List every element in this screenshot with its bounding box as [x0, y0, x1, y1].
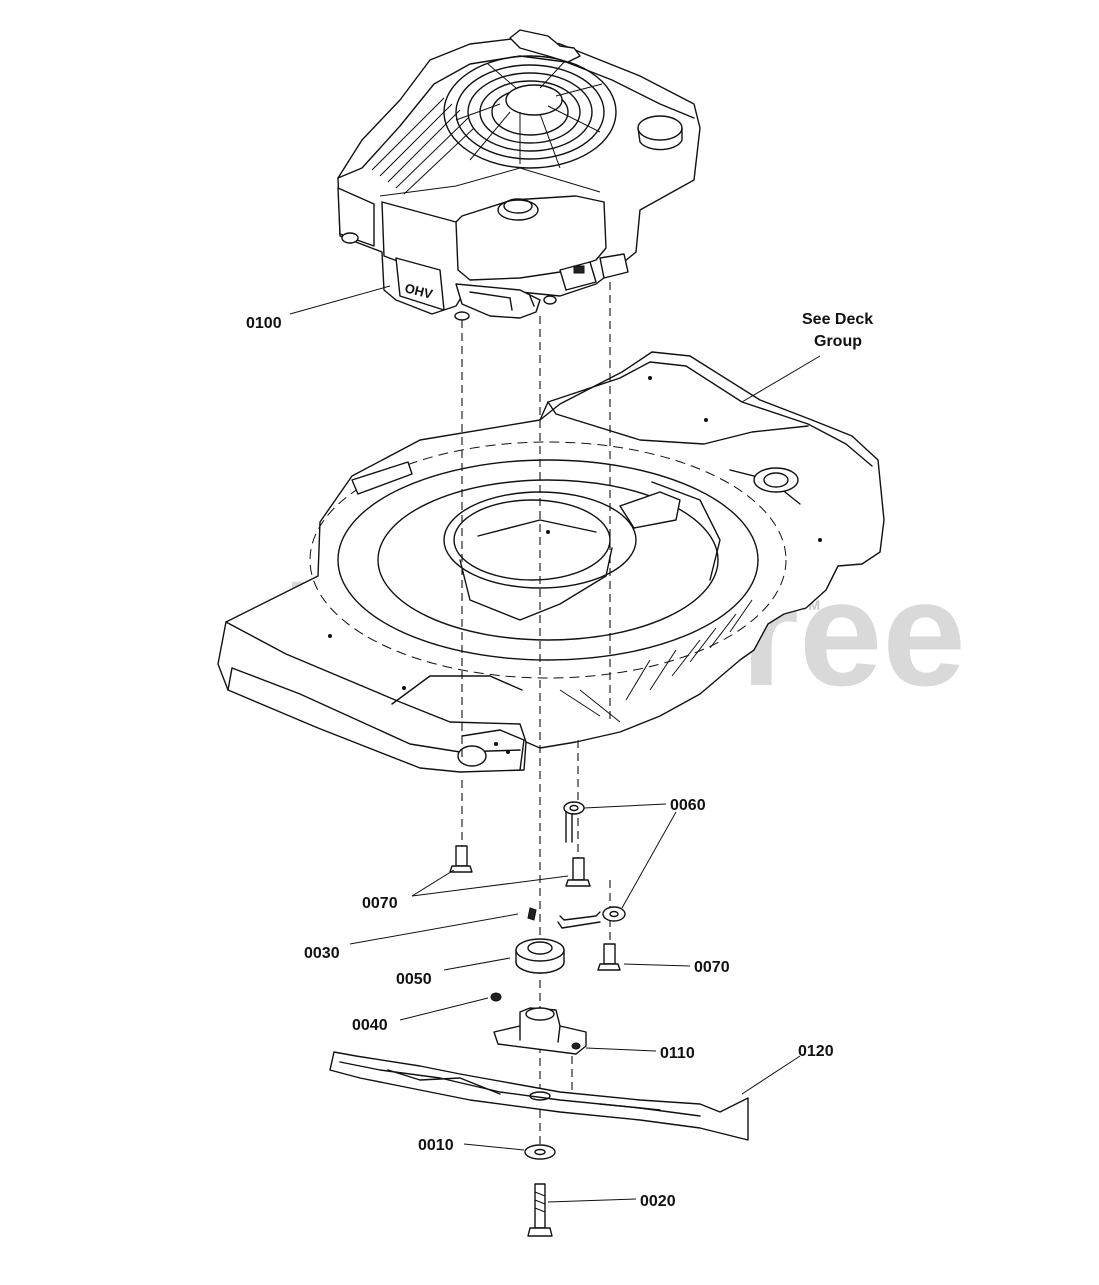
callout-labels: 0100 See Deck Group 0060 0070 0030 0050 … — [246, 311, 873, 1210]
callout-0120[interactable]: 0120 — [798, 1043, 834, 1060]
blade-0120[interactable] — [329, 1051, 749, 1141]
callout-0040[interactable]: 0040 — [352, 1017, 388, 1034]
leader-lines — [289, 285, 821, 1203]
bolt-0070-left[interactable] — [449, 845, 473, 873]
callout-see-deck-line1[interactable]: See Deck — [802, 311, 873, 328]
setscrew-0040[interactable] — [490, 992, 502, 1002]
clip-0060-upper[interactable] — [563, 801, 585, 843]
bolt-0070-right[interactable] — [597, 943, 621, 971]
callout-0020[interactable]: 0020 — [640, 1193, 676, 1210]
engine-badge: OHV — [403, 280, 434, 301]
svg-text:OHV: OHV — [403, 280, 434, 301]
callout-0100[interactable]: 0100 — [246, 315, 282, 332]
callout-0050[interactable]: 0050 — [396, 971, 432, 988]
callout-0060[interactable]: 0060 — [670, 797, 706, 814]
callout-0070-left[interactable]: 0070 — [362, 895, 398, 912]
clip-0060-lower[interactable] — [557, 906, 626, 929]
pulley-0050[interactable] — [515, 938, 565, 974]
mower-deck[interactable] — [217, 351, 885, 773]
washer-0010[interactable] — [524, 1144, 556, 1160]
bolt-0070-center[interactable] — [565, 857, 591, 887]
callout-see-deck-line2[interactable]: Group — [814, 333, 862, 350]
callout-0030[interactable]: 0030 — [304, 945, 340, 962]
blade-adapter-0110[interactable] — [493, 1007, 587, 1055]
key-0030[interactable] — [527, 907, 537, 921]
callout-0070-right[interactable]: 0070 — [694, 959, 730, 976]
callout-0110[interactable]: 0110 — [660, 1045, 695, 1062]
callout-0010[interactable]: 0010 — [418, 1137, 454, 1154]
bolt-0020[interactable] — [527, 1183, 553, 1237]
engine-part[interactable]: OHV — [337, 29, 701, 321]
